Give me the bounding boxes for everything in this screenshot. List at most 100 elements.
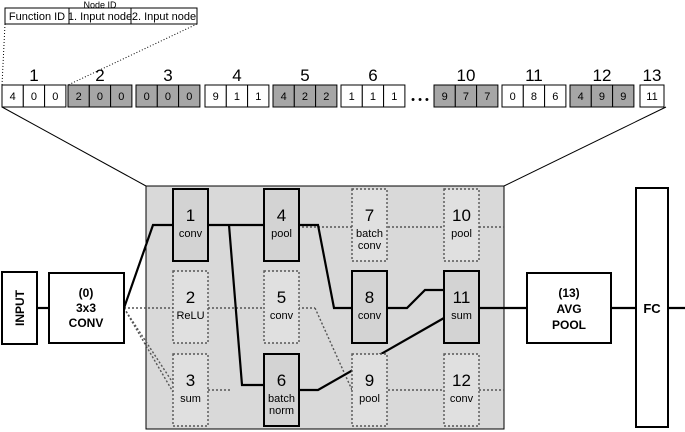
node-8: 8 conv — [351, 270, 388, 344]
input-label: INPUT — [13, 289, 27, 326]
gene-index: 1 — [29, 66, 38, 85]
node-box — [172, 188, 209, 262]
grid-nodes: 1conv2ReLU3sum4pool5conv6batchnorm7batch… — [172, 188, 480, 427]
gene-value: 4 — [10, 91, 16, 103]
conv0-label-line: CONV — [69, 316, 104, 330]
active-edge — [298, 223, 352, 310]
header-field-box — [4, 7, 198, 25]
gene-index: 2 — [95, 66, 104, 85]
legend-leader — [67, 23, 198, 86]
node-function: conv — [270, 310, 294, 322]
node-id: 5 — [277, 288, 286, 307]
gene-index: 3 — [163, 66, 172, 85]
node-11: 11 sum — [443, 270, 480, 344]
inactive-connections — [123, 226, 504, 393]
inactive-edge — [123, 307, 174, 393]
node-function: conv — [450, 393, 474, 405]
gene-index: 5 — [300, 66, 309, 85]
node-function: conv — [358, 310, 382, 322]
active-edge — [122, 223, 173, 309]
node-3: 3 sum — [172, 353, 209, 427]
node-function: pool — [271, 228, 292, 240]
gene-cell — [612, 84, 635, 108]
gene-cell — [639, 84, 665, 108]
gene-value: 1 — [349, 91, 355, 103]
node-id: 3 — [186, 371, 195, 390]
gene-index: 4 — [232, 66, 241, 85]
node-id-title: Node ID — [83, 0, 117, 10]
node-4: 4 pool — [263, 188, 300, 262]
gene-value: 11 — [646, 91, 657, 103]
node-id: 7 — [365, 206, 374, 225]
node-box — [263, 188, 300, 262]
gene-value: 0 — [186, 91, 192, 103]
node-function: pool — [451, 228, 472, 240]
avgpool-label-line: AVG — [556, 302, 581, 316]
node-function: sum — [451, 310, 472, 322]
gene-value: 1 — [255, 91, 261, 103]
header-field-input-1: 1. Input node — [68, 11, 132, 23]
conv0-label-line: (0) — [79, 286, 94, 300]
gene-value: 9 — [599, 91, 605, 103]
node-id: 11 — [453, 288, 471, 307]
fc-block — [635, 187, 669, 428]
active-edge — [298, 317, 445, 392]
node-box — [263, 353, 300, 427]
gene-3: 3 0 0 0 — [135, 66, 201, 108]
node-1: 1 conv — [172, 188, 209, 262]
gene-value: 2 — [323, 91, 329, 103]
gene-index: 11 — [525, 66, 543, 85]
legend-leader — [1, 23, 6, 86]
node-box — [443, 353, 480, 427]
node-id: 1 — [186, 206, 195, 225]
node-box — [443, 270, 480, 344]
gene-value: 6 — [552, 91, 558, 103]
input-block — [1, 271, 38, 345]
node-id: 4 — [277, 206, 286, 225]
zoom-line-left — [1, 106, 147, 187]
gene-value: 2 — [302, 91, 308, 103]
active-edge — [388, 288, 444, 310]
node-function: conv — [179, 228, 203, 240]
node-box — [443, 188, 480, 262]
gene-index: 13 — [643, 66, 662, 85]
header-field-input-2: 2. Input node — [132, 11, 196, 23]
gene-cell — [110, 84, 133, 108]
node-id: 8 — [365, 288, 374, 307]
gene-value: 4 — [578, 91, 584, 103]
node-function: sum — [180, 393, 201, 405]
node-function: norm — [269, 405, 294, 417]
node-box — [351, 353, 388, 427]
node-box — [351, 188, 388, 262]
node-function: batch — [356, 228, 383, 240]
inactive-edge — [314, 307, 353, 391]
node-id: 9 — [365, 371, 374, 390]
gene-value: 9 — [213, 91, 219, 103]
gene-value: 0 — [97, 91, 103, 103]
gene-value: 0 — [165, 91, 171, 103]
ellipsis: • • • — [411, 94, 429, 106]
gene-value: 8 — [531, 91, 537, 103]
gene-cell — [44, 84, 67, 108]
header-field-function-id: Function ID — [9, 11, 65, 23]
gene-value: 9 — [620, 91, 626, 103]
active-edge — [227, 224, 264, 387]
node-id: 2 — [186, 288, 195, 307]
fc-label: FC — [643, 301, 661, 316]
active-connections — [37, 223, 685, 392]
gene-value: 0 — [144, 91, 150, 103]
gene-value: 2 — [76, 91, 82, 103]
node-id: 10 — [452, 206, 471, 225]
node-function: conv — [358, 240, 382, 252]
node-id: 6 — [277, 371, 286, 390]
